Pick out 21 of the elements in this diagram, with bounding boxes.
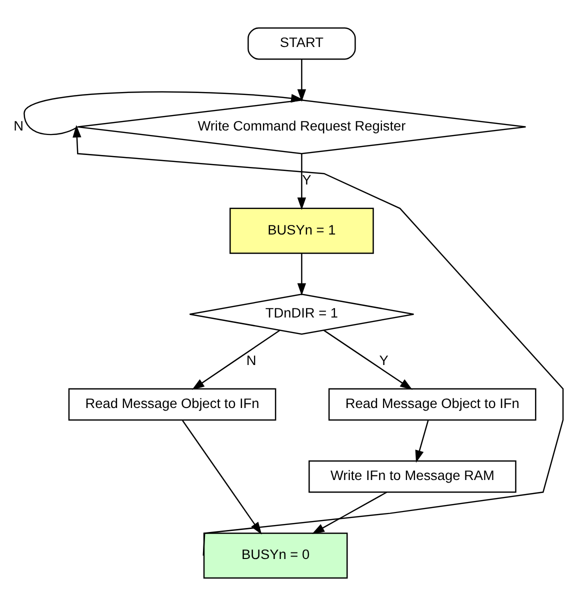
arrow [297, 154, 306, 210]
node-box: START [248, 27, 356, 60]
arrow [297, 59, 306, 102]
edge-label: N [246, 352, 256, 368]
node-box: Read Message Object to IFn [328, 388, 536, 421]
arrow [415, 420, 429, 463]
node-box: Read Message Object to IFn [68, 388, 276, 421]
edge-label: Y [379, 352, 388, 368]
node-box: Write IFn to Message RAM [308, 460, 516, 493]
arrow [72, 125, 564, 556]
node-box: BUSYn = 0 [203, 532, 348, 579]
arrow [324, 330, 413, 390]
node-diamond: Write Command Request Register [77, 100, 526, 154]
edge-label: Y [302, 172, 312, 188]
edge-label: N [14, 118, 24, 134]
node-box: BUSYn = 1 [230, 208, 374, 254]
node-diamond: TDnDIR = 1 [189, 294, 414, 335]
arrow [24, 91, 304, 136]
arrow [297, 253, 306, 296]
arrow [192, 330, 280, 390]
arrow [312, 492, 387, 534]
